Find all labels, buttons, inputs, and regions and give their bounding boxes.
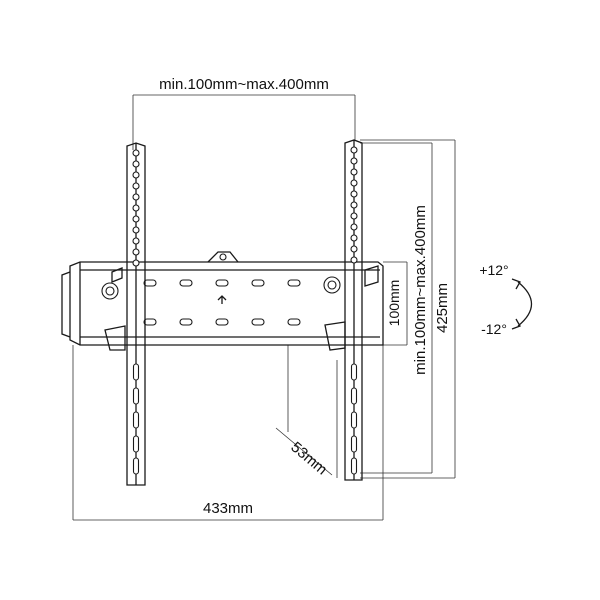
mounting-hole — [350, 234, 358, 242]
mounting-slot — [350, 387, 358, 405]
mounting-hole — [132, 248, 140, 256]
mounting-slot — [132, 435, 140, 453]
mounting-hole — [132, 237, 140, 245]
mounting-slot — [132, 411, 140, 429]
plate-slot — [143, 318, 157, 326]
mounting-hole — [350, 223, 358, 231]
tilt-arrow-icon — [511, 278, 533, 330]
mounting-hole — [350, 201, 358, 209]
mounting-hole — [350, 245, 358, 253]
dimension-lines — [72, 94, 456, 521]
left-lower-clip — [104, 325, 126, 351]
right-lower-clip — [324, 321, 346, 351]
mounting-hole — [132, 259, 140, 267]
plate-slot — [251, 318, 265, 326]
mounting-hole — [132, 149, 140, 157]
plate-slot — [251, 279, 265, 287]
left-arm-holes — [132, 149, 140, 475]
depth-label: 53mm — [287, 439, 330, 479]
mounting-hole — [132, 204, 140, 212]
mounting-hole — [350, 157, 358, 165]
mounting-hole — [350, 146, 358, 154]
left-upper-clip — [111, 267, 123, 283]
plate-slot — [179, 318, 193, 326]
vertical-spacing-label: min.100mm~max.400mm — [412, 205, 429, 375]
mounting-hole — [132, 182, 140, 190]
left-arm — [101, 142, 146, 486]
mounting-hole — [350, 212, 358, 220]
mounting-hole — [350, 256, 358, 264]
mounting-hole — [350, 190, 358, 198]
plate-slot — [287, 279, 301, 287]
plate-slot — [143, 279, 157, 287]
plate-slot — [179, 279, 193, 287]
overall-width-label: 433mm — [203, 500, 253, 517]
mounting-hole — [132, 215, 140, 223]
tilt-up-label: +12° — [479, 262, 508, 278]
mounting-hole — [132, 193, 140, 201]
bracket-height-label: 100mm — [386, 280, 402, 327]
mounting-hole — [132, 226, 140, 234]
mounting-slot — [350, 411, 358, 429]
right-upper-clip — [364, 265, 379, 287]
left-tilt-knob-center — [105, 286, 115, 296]
plate-slots — [143, 279, 301, 326]
mounting-slot — [350, 363, 358, 381]
mounting-hole — [132, 171, 140, 179]
overall-height-label: 425mm — [434, 283, 451, 333]
mounting-hole — [132, 160, 140, 168]
mounting-hole — [350, 179, 358, 187]
mounting-slot — [350, 457, 358, 475]
mounting-slot — [132, 457, 140, 475]
right-tilt-knob-center — [327, 280, 337, 290]
right-arm-holes — [350, 146, 358, 475]
horizontal-spacing-label: min.100mm~max.400mm — [159, 76, 329, 93]
tilt-down-label: -12° — [481, 321, 507, 337]
plate-slot — [287, 318, 301, 326]
plate-slot — [215, 318, 229, 326]
wall-plate — [61, 251, 384, 346]
right-arm — [323, 139, 379, 481]
plate-slot — [215, 279, 229, 287]
mounting-slot — [132, 387, 140, 405]
mounting-slot — [132, 363, 140, 381]
mounting-hole — [350, 168, 358, 176]
mounting-slot — [350, 435, 358, 453]
